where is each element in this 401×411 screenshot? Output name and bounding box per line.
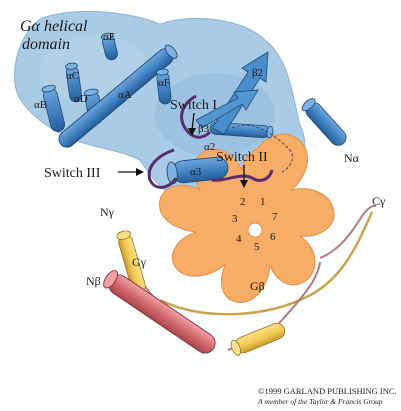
- label-alpha-3: α3: [190, 166, 202, 178]
- helix-alpha-f: [155, 68, 172, 105]
- label-switch-2: Switch II: [216, 150, 268, 165]
- helix-alpha-a: [58, 44, 178, 148]
- copyright-line: ©1999 GARLAND PUBLISHING INC.: [258, 386, 397, 396]
- blade-number-1: 1: [260, 196, 266, 208]
- arrow-switch-3: [118, 168, 144, 176]
- helix-alpha-b: [41, 84, 66, 132]
- helix-alpha-c: [65, 62, 83, 103]
- label-g-beta: Gβ: [250, 279, 265, 293]
- blade-number-3: 3: [232, 213, 238, 225]
- label-beta-2: β2: [252, 67, 263, 79]
- ggamma-c-tail: [319, 204, 377, 259]
- helix-alpha-e: [100, 32, 118, 61]
- blade-number-4: 4: [236, 233, 242, 245]
- label-switch-1: Switch I: [170, 98, 217, 113]
- arrow-switch-1: [188, 112, 196, 136]
- nbeta-helix: [103, 270, 216, 354]
- helix-n-alpha: [301, 98, 347, 146]
- label-alpha-2: α2: [204, 141, 215, 153]
- label-switch-3: Switch III: [44, 166, 101, 181]
- blade-number-2: 2: [240, 196, 246, 208]
- label-alpha-f: αF: [158, 77, 170, 89]
- publisher-line: A member of the Taylor & Francis Group: [258, 397, 383, 406]
- blade-number-6: 6: [270, 231, 276, 243]
- label-n-alpha: Nα: [344, 151, 360, 165]
- label-helical-domain-1: Gα helical: [20, 18, 88, 35]
- label-alpha-b: αB: [34, 99, 47, 111]
- arrow-switch-2: [240, 165, 248, 188]
- label-n-gamma: Nγ: [100, 205, 115, 219]
- blade-number-7: 7: [272, 211, 278, 223]
- beta-strand-3: [195, 89, 259, 129]
- dashed-loop: [231, 124, 293, 173]
- label-alpha-d: αD: [74, 93, 88, 105]
- label-g-gamma: Gγ: [132, 255, 147, 269]
- label-alpha-e: αE: [103, 31, 116, 43]
- label-n-beta: Nβ: [86, 274, 101, 288]
- switch-3-loop: [147, 148, 178, 189]
- switch-1-loop: [180, 94, 212, 139]
- gbeta-center-hole: [247, 222, 263, 238]
- label-beta-3: β3: [198, 123, 210, 135]
- label-alpha-a: αA: [118, 89, 132, 101]
- ggamma-helix-2: [230, 322, 286, 356]
- blade-number-5: 5: [254, 241, 260, 253]
- label-c-gamma: Cγ: [372, 194, 386, 208]
- label-alpha-c: αC: [66, 70, 79, 82]
- label-helical-domain-2: domain: [22, 36, 70, 53]
- switch-2-loop: [211, 169, 274, 182]
